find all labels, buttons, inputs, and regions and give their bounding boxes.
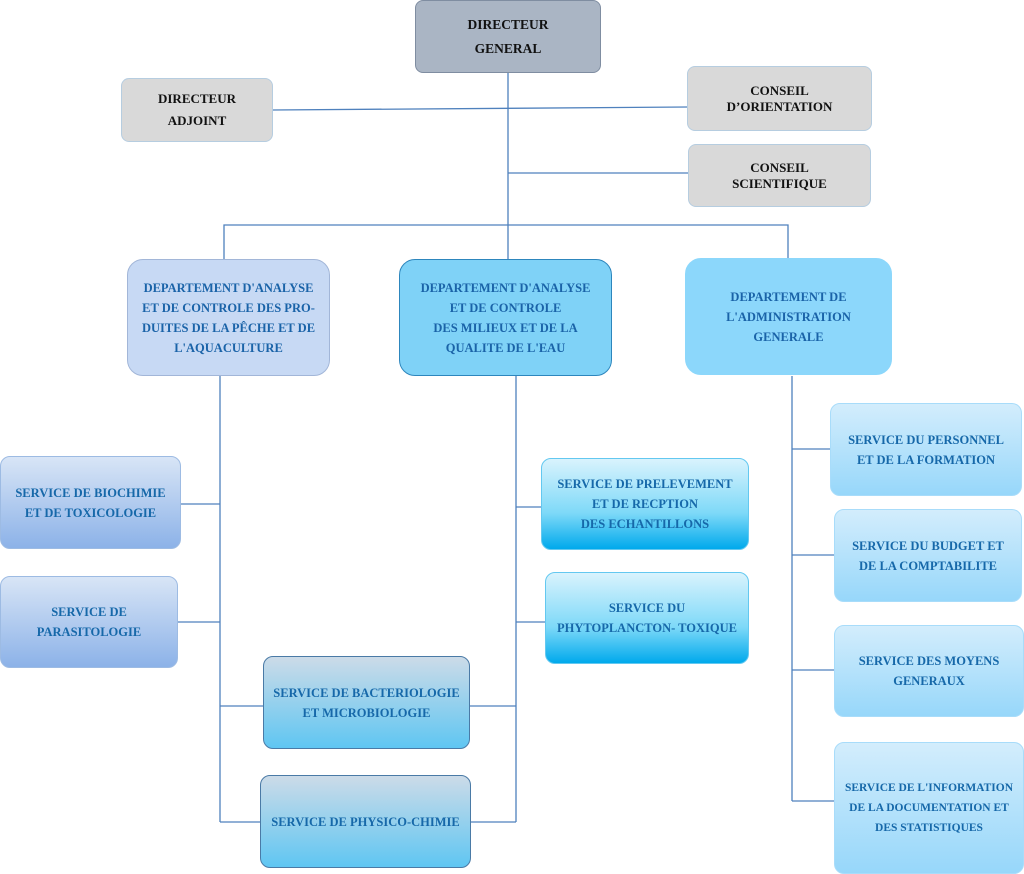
department-admin-box: DEPARTEMENT DE L'ADMINISTRATION GENERALE [685, 258, 892, 375]
service-bacteriologie-box: SERVICE DE BACTERIOLOGIE ET MICROBIOLOGI… [263, 656, 470, 749]
service-moyens-box: SERVICE DES MOYENS GENERAUX [834, 625, 1024, 717]
service-parasitologie-box: SERVICE DE PARASITOLOGIE [0, 576, 178, 668]
service-phytoplancton-box: SERVICE DU PHYTOPLANCTON- TOXIQUE [545, 572, 749, 664]
service-information-box: SERVICE DE L'INFORMATION DE LA DOCUMENTA… [834, 742, 1024, 874]
service-biochimie-box: SERVICE DE BIOCHIMIE ET DE TOXICOLOGIE [0, 456, 181, 549]
conseil-scientifique-box: CONSEIL SCIENTIFIQUE [688, 144, 871, 207]
service-physico-chimie-box: SERVICE DE PHYSICO-CHIMIE [260, 775, 471, 868]
director-general-box: DIRECTEUR GENERAL [415, 0, 601, 73]
department-eau-box: DEPARTEMENT D'ANALYSE ET DE CONTROLE DES… [399, 259, 612, 376]
service-budget-box: SERVICE DU BUDGET ET DE LA COMPTABILITE [834, 509, 1022, 602]
director-adjoint-box: DIRECTEUR ADJOINT [121, 78, 273, 142]
service-personnel-box: SERVICE DU PERSONNEL ET DE LA FORMATION [830, 403, 1022, 496]
conseil-orientation-box: CONSEIL D’ORIENTATION [687, 66, 872, 131]
service-prelevement-box: SERVICE DE PRELEVEMENT ET DE RECPTION DE… [541, 458, 749, 550]
department-peche-box: DEPARTEMENT D'ANALYSE ET DE CONTROLE DES… [127, 259, 330, 376]
